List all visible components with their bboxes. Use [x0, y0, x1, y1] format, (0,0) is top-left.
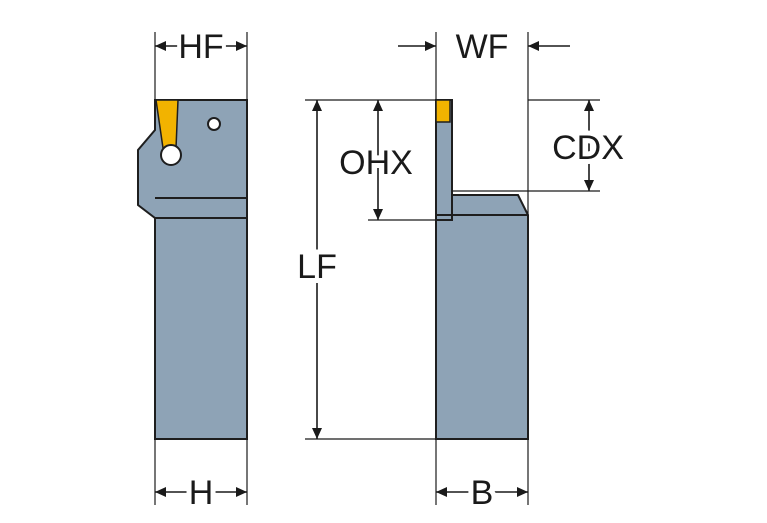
dim-cdx	[452, 99, 600, 192]
label-h: H	[189, 474, 214, 512]
side-view	[435, 99, 529, 440]
dim-hf	[154, 32, 248, 100]
dim-ohx	[368, 100, 436, 221]
dim-wf	[398, 32, 570, 215]
front-shank	[154, 214, 248, 440]
label-cdx: CDX	[552, 129, 624, 167]
label-wf: WF	[456, 28, 509, 66]
label-ohx: OHX	[339, 144, 413, 182]
front-view	[137, 99, 248, 440]
dim-b	[435, 439, 529, 505]
label-b: B	[471, 474, 494, 512]
screw-hole-icon	[207, 117, 221, 131]
dim-h	[154, 439, 248, 505]
dim-lf	[305, 99, 436, 440]
front-head	[137, 99, 248, 219]
front-clamp-circle	[160, 144, 182, 166]
label-hf: HF	[178, 28, 223, 66]
side-insert	[435, 99, 451, 123]
label-lf: LF	[297, 248, 337, 286]
